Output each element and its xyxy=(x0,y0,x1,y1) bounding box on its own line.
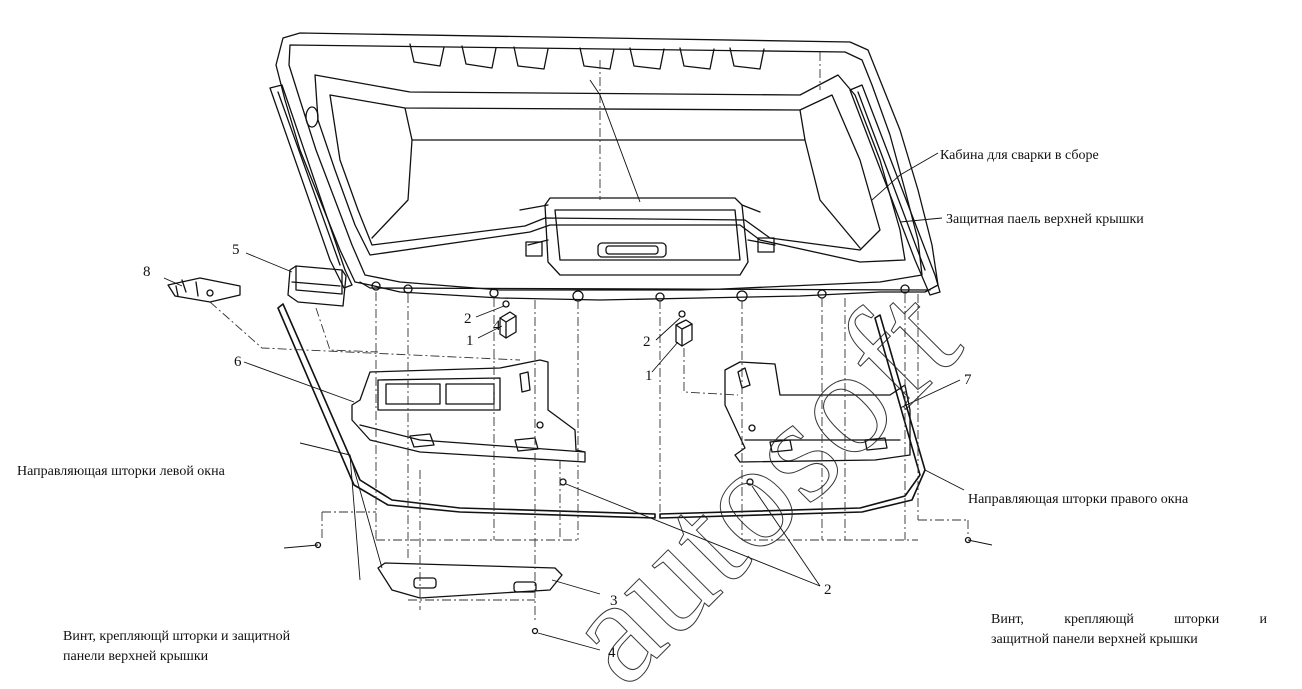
left-curtain-guide xyxy=(277,303,656,519)
leader-lines xyxy=(163,79,993,651)
bracket-3 xyxy=(377,562,563,599)
part-number: 2 xyxy=(643,334,651,350)
small-box-5 xyxy=(287,265,347,307)
bracket-1-left xyxy=(499,311,517,339)
bracket-1-right xyxy=(675,319,693,347)
left-cover-panel-6 xyxy=(351,359,586,463)
assembly-alignment-lines xyxy=(209,52,969,620)
svg-text:autosoft: autosoft xyxy=(531,255,990,689)
part-number: 8 xyxy=(143,264,151,280)
label-screw-left-line1: Винт, крепляющй шторки и защитной xyxy=(63,629,291,644)
part-number: 2 xyxy=(824,582,832,598)
part-number: 1 xyxy=(466,333,474,349)
label-top-cover-panel: Защитная паель верхней крышки xyxy=(946,212,1144,227)
mounting-clip-8 xyxy=(167,277,241,303)
label-right-curtain-guide: Направляющая шторки правого окна xyxy=(968,492,1189,507)
label-welded-cab: Кабина для сварки в сборе xyxy=(940,148,1099,163)
label-screw-right-line2: защитной панели верхней крышки xyxy=(991,632,1198,647)
label-left-curtain-guide: Направляющая шторки левой окна xyxy=(17,464,225,479)
part-number: 4 xyxy=(493,318,501,334)
cab-roof-assembly xyxy=(269,32,941,302)
part-number: 5 xyxy=(232,242,240,258)
part-number: 3 xyxy=(610,593,618,609)
part-number: 6 xyxy=(234,354,242,370)
right-cover-panel-7 xyxy=(724,361,911,463)
part-number: 2 xyxy=(464,311,472,327)
part-number-labels: 8 5 6 2 1 2 1 7 3 2 4 4 2 xyxy=(143,242,972,661)
watermark: autosoft xyxy=(530,254,990,689)
part-number: 1 xyxy=(645,368,653,384)
label-screw-right-line1: Винт, крепляющй шторки и xyxy=(991,612,1267,627)
label-screw-left-line2: панели верхней крышки xyxy=(63,649,209,664)
part-number: 4 xyxy=(608,645,616,661)
right-curtain-guide xyxy=(659,314,926,519)
part-number: 7 xyxy=(964,372,972,388)
